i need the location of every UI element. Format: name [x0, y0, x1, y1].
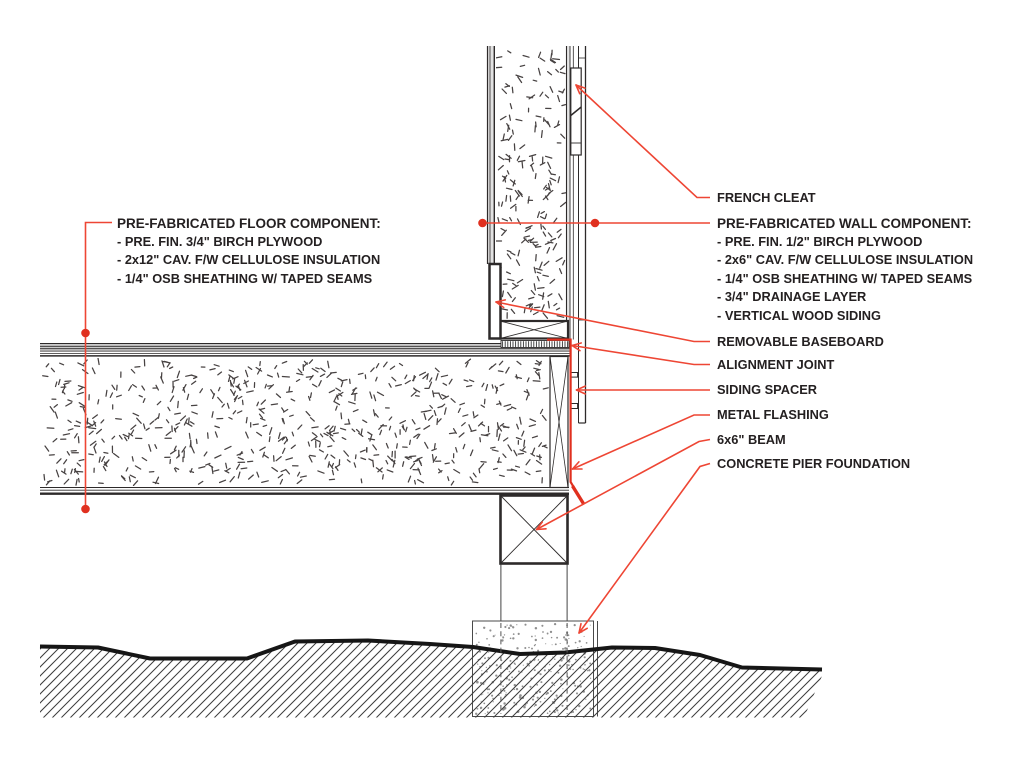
component-item: - 1/4" OSB SHEATHING W/ TAPED SEAMS: [117, 270, 373, 286]
wall-section: [486, 46, 587, 424]
component-item: - PRE. FIN. 3/4" BIRCH PLYWOOD: [117, 234, 323, 249]
callout-alignment-joint: ALIGNMENT JOINT: [717, 357, 835, 372]
component-item: - 1/4" OSB SHEATHING W/ TAPED SEAMS: [717, 270, 973, 286]
wall-component-note: PRE-FABRICATED WALL COMPONENT: - PRE. FI…: [717, 214, 973, 325]
callout-concrete-pier: CONCRETE PIER FOUNDATION: [717, 456, 911, 471]
callout-removable-baseboard: REMOVABLE BASEBOARD: [717, 333, 884, 349]
callout-metal-flashing: METAL FLASHING: [717, 407, 829, 422]
component-item: - 2x12" CAV. F/W CELLULOSE INSULATION: [117, 252, 381, 268]
grade-line: [39, 638, 823, 672]
hidden-post-lines: [500, 623, 568, 714]
floor-insulation-hatch: [42, 358, 549, 486]
floor-component-items: - PRE. FIN. 3/4" BIRCH PLYWOOD - 2x12" CA…: [117, 233, 381, 288]
ground-hatch: [40, 640, 822, 718]
alignment-joint-detail: [500, 340, 570, 348]
callout-french-cleat: FRENCH CLEAT: [717, 189, 816, 205]
floor-rim-joist: [549, 355, 569, 489]
floor-section: [40, 342, 571, 495]
annotation-layer: [81, 84, 711, 634]
callout-beam: 6x6" BEAM: [717, 431, 786, 447]
component-item: - 2x6" CAV. F/W CELLULOSE INSULATION: [717, 252, 974, 268]
french-cleat-detail: [570, 67, 582, 156]
floor-component-note: PRE-FABRICATED FLOOR COMPONENT: - PRE. F…: [117, 214, 381, 288]
wall-component-items: - PRE. FIN. 1/2" BIRCH PLYWOOD - 2x6" CAV…: [717, 233, 973, 325]
callout-siding-spacer: SIDING SPACER: [717, 382, 818, 397]
component-item: - 3/4" DRAINAGE LAYER: [717, 289, 867, 305]
floor-component-title: PRE-FABRICATED FLOOR COMPONENT:: [117, 216, 381, 231]
component-item: - PRE. FIN. 1/2" BIRCH PLYWOOD: [717, 234, 923, 249]
wall-bottom-plate: [498, 319, 570, 340]
beam-detail: [499, 494, 569, 621]
concrete-stipple-hatch: [475, 622, 592, 715]
wall-component-title: PRE-FABRICATED WALL COMPONENT:: [717, 216, 972, 231]
component-item: - VERTICAL WOOD SIDING: [717, 307, 881, 323]
wall-insulation-hatch: [496, 49, 566, 319]
